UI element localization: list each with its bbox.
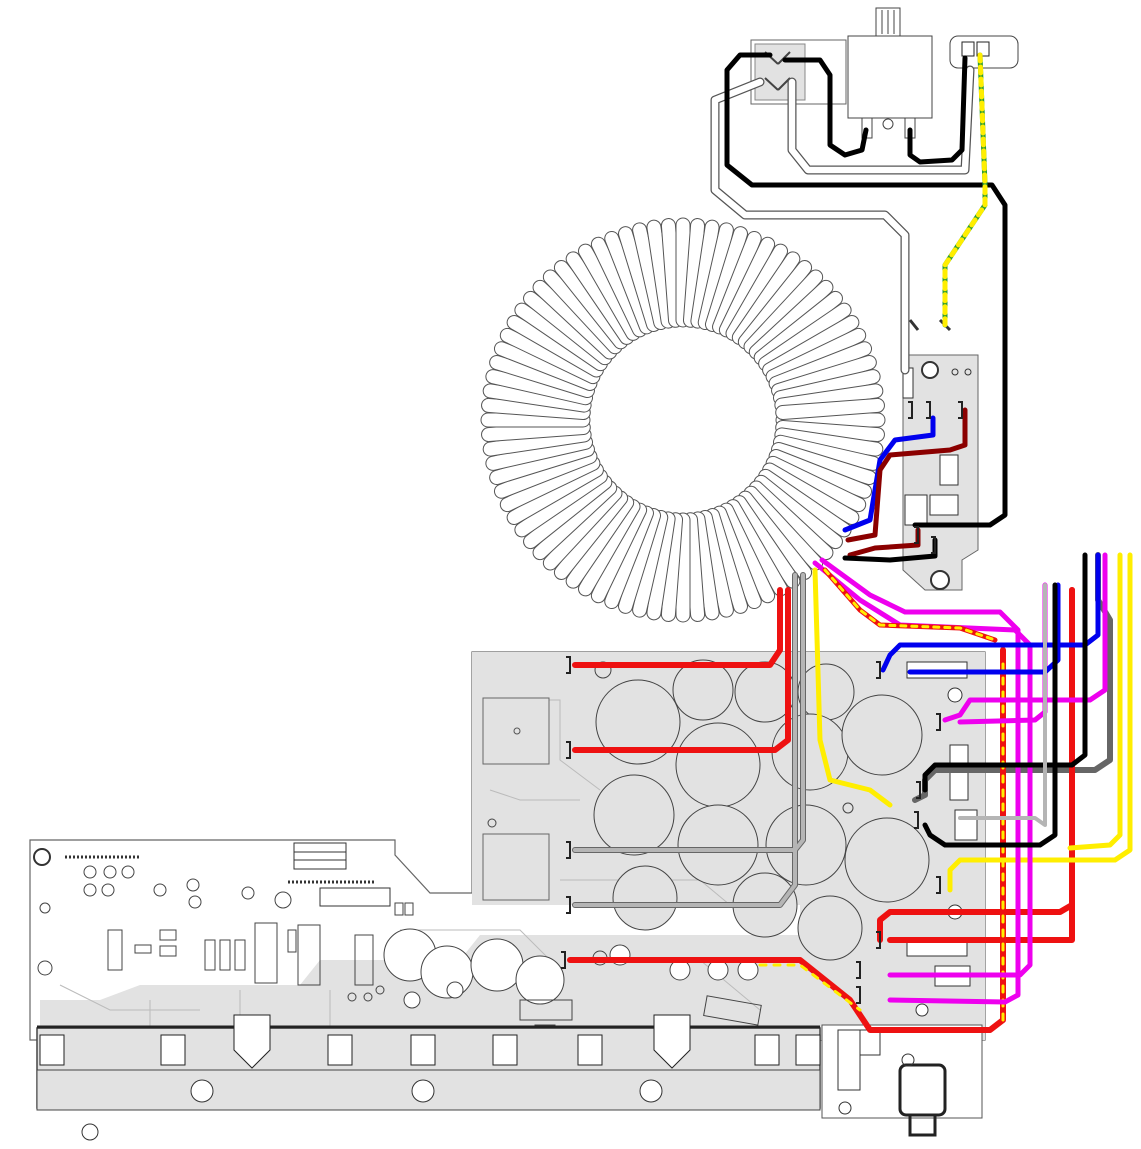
power-transistor — [796, 1035, 820, 1065]
winding — [690, 520, 697, 615]
power-transistor — [578, 1035, 602, 1065]
power-transistor — [493, 1035, 517, 1065]
heatsink — [37, 1015, 820, 1110]
power-transistor — [161, 1035, 185, 1065]
power-transistor — [328, 1035, 352, 1065]
power-transistor — [40, 1035, 64, 1065]
power-switch — [848, 8, 932, 138]
winding — [489, 427, 584, 434]
winding — [668, 226, 675, 321]
winding — [783, 405, 878, 412]
ground-tab — [950, 36, 1018, 68]
power-transistor — [411, 1035, 435, 1065]
toroidal-transformer — [488, 225, 878, 615]
power-transistor — [755, 1035, 779, 1065]
